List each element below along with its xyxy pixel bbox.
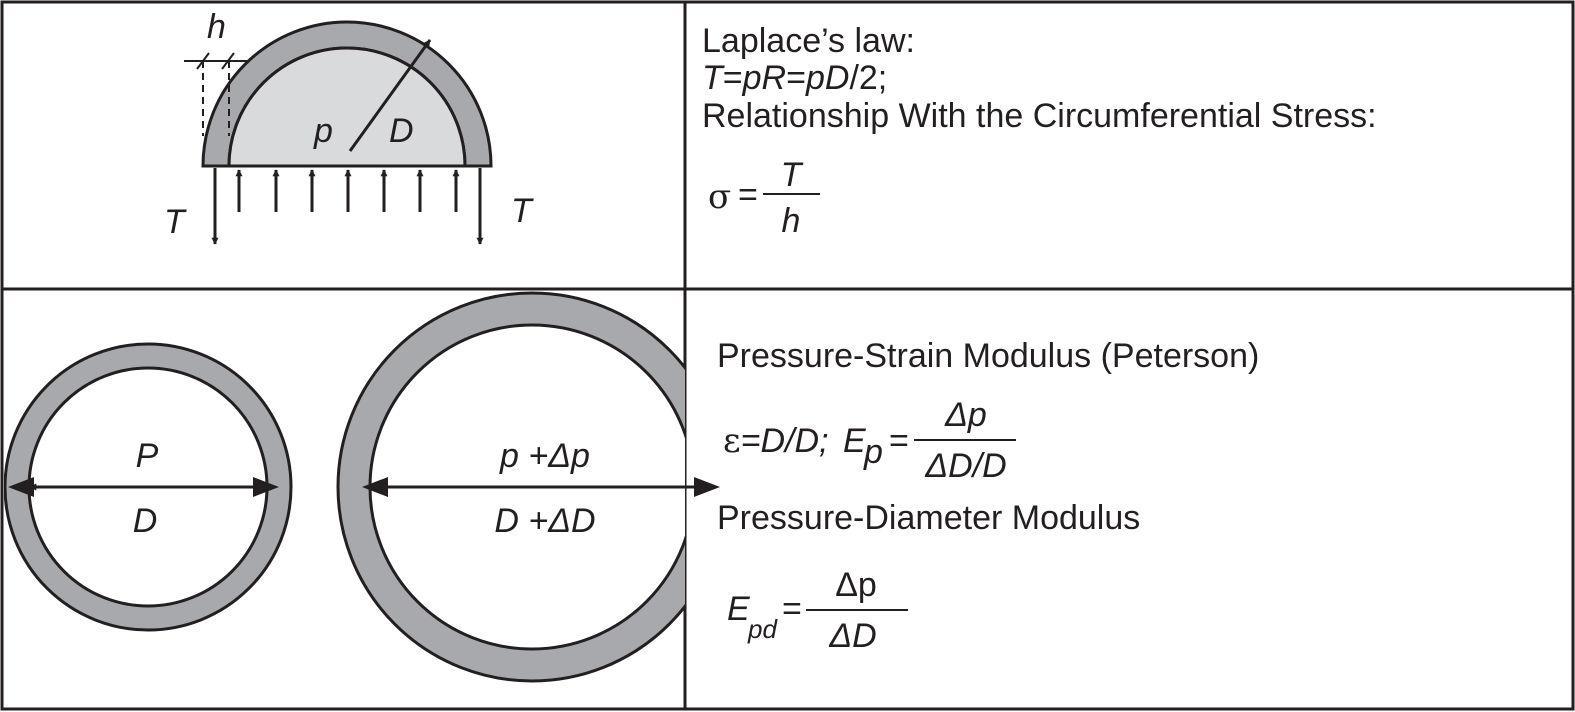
epd-symbol: E [727,590,750,628]
ep-subscript: p [863,433,883,471]
moduli-panel: Pressure-Strain Modulus (Peterson) ε=D/D… [717,337,1259,655]
laplace-law-panel: Laplace’s law: T=pR=pD/2; Relationship W… [702,22,1377,240]
small-arrow-right-head [253,477,279,497]
pressure-strain-title: Pressure-Strain Modulus (Peterson) [717,337,1259,375]
epd-subscript: pd [747,614,778,644]
diameter-arrow [348,39,432,152]
sigma-symbol: σ [708,177,731,217]
large-pressure-label: p +Δp [499,437,590,475]
lumen-half [227,46,467,168]
sigma-numerator: T [781,156,804,194]
strain-definition: ε=D/D; [723,421,828,461]
epd-numerator: Δp [835,566,877,604]
ep-equals: = [889,422,909,460]
tension-label-left: T [164,203,187,241]
tension-arrows [211,168,484,245]
small-diameter-label: D [133,502,158,540]
sigma-equals: = [738,176,758,214]
large-arrow-right-head [694,477,720,497]
pressure-diameter-title: Pressure-Diameter Modulus [717,499,1140,537]
thickness-dimension [184,52,250,136]
epd-denominator: ΔD [828,617,876,655]
ep-numerator: Δp [944,396,987,434]
thickness-label: h [207,8,226,46]
pressure-arrows [235,169,460,212]
small-arrow-left-head [8,477,34,497]
epd-equals: = [782,590,802,628]
ep-denominator: ΔD/D [924,447,1006,485]
laplace-heading: Laplace’s law: [702,22,915,60]
relationship-heading: Relationship With the Circumferential St… [702,97,1377,135]
large-diameter-label: D +ΔD [494,502,595,540]
sigma-denominator: h [782,202,801,240]
pressure-label: p [313,112,333,150]
hemisphere-diagram: h p D T T [164,8,534,245]
tension-label-right: T [511,192,534,230]
large-arrow-left-head [362,477,388,497]
laplace-formula: T=pR=pD/2; [702,59,887,97]
diameter-label: D [389,112,414,150]
ep-symbol: E [843,422,866,460]
small-pressure-label: P [136,437,159,475]
